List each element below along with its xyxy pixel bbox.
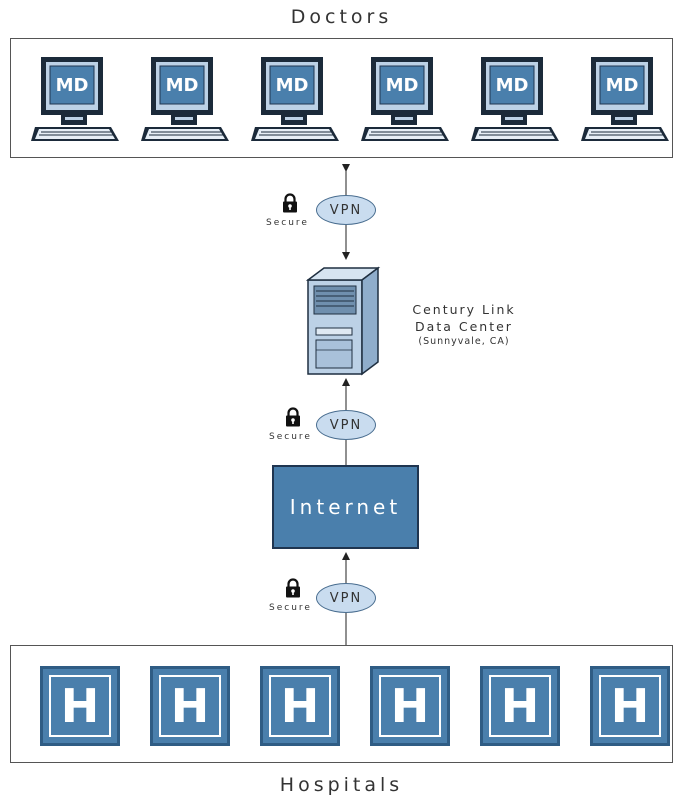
desktop-computer-icon: MD: [31, 55, 123, 145]
secure-label-bottom: Secure: [269, 603, 312, 613]
internet-box: Internet: [272, 465, 419, 549]
desktop-computer-icon: MD: [361, 55, 453, 145]
padlock-icon: [284, 578, 302, 598]
hospital-label: H: [390, 679, 430, 733]
doctors-title: Doctors: [290, 6, 393, 28]
internet-label: Internet: [289, 495, 402, 519]
hospital-label: H: [500, 679, 540, 733]
md-label: MD: [495, 74, 529, 96]
md-label: MD: [605, 74, 639, 96]
padlock-icon: [281, 193, 299, 213]
doctors-panel: [10, 38, 673, 158]
hospital-label: H: [170, 679, 210, 733]
desktop-computer-icon: MD: [581, 55, 673, 145]
datacenter-location: (Sunnyvale, CA): [418, 336, 510, 347]
vpn-ellipse-top: VPN: [316, 195, 376, 225]
secure-label-top: Secure: [266, 218, 309, 228]
desktop-computer-icon: MD: [471, 55, 563, 145]
hospital-h-icon: H: [480, 666, 560, 746]
hospitals-title: Hospitals: [279, 774, 404, 796]
hospital-h-icon: H: [40, 666, 120, 746]
padlock-icon: [284, 407, 302, 427]
hospital-label: H: [610, 679, 650, 733]
hospital-label: H: [60, 679, 100, 733]
vpn-ellipse-middle: VPN: [316, 410, 376, 440]
hospital-h-icon: H: [370, 666, 450, 746]
secure-label-middle: Secure: [269, 432, 312, 442]
md-label: MD: [385, 74, 419, 96]
md-label: MD: [55, 74, 89, 96]
datacenter-name-line2: Data Center: [415, 319, 513, 334]
hospital-h-icon: H: [590, 666, 670, 746]
server-tower-icon: [305, 266, 382, 376]
md-label: MD: [275, 74, 309, 96]
hospital-h-icon: H: [260, 666, 340, 746]
desktop-computer-icon: MD: [141, 55, 233, 145]
md-label: MD: [165, 74, 199, 96]
hospital-label: H: [280, 679, 320, 733]
vpn-ellipse-bottom: VPN: [316, 583, 376, 613]
desktop-computer-icon: MD: [251, 55, 343, 145]
hospital-h-icon: H: [150, 666, 230, 746]
hospitals-panel: [10, 645, 673, 763]
datacenter-name-line1: Century Link: [412, 302, 516, 317]
